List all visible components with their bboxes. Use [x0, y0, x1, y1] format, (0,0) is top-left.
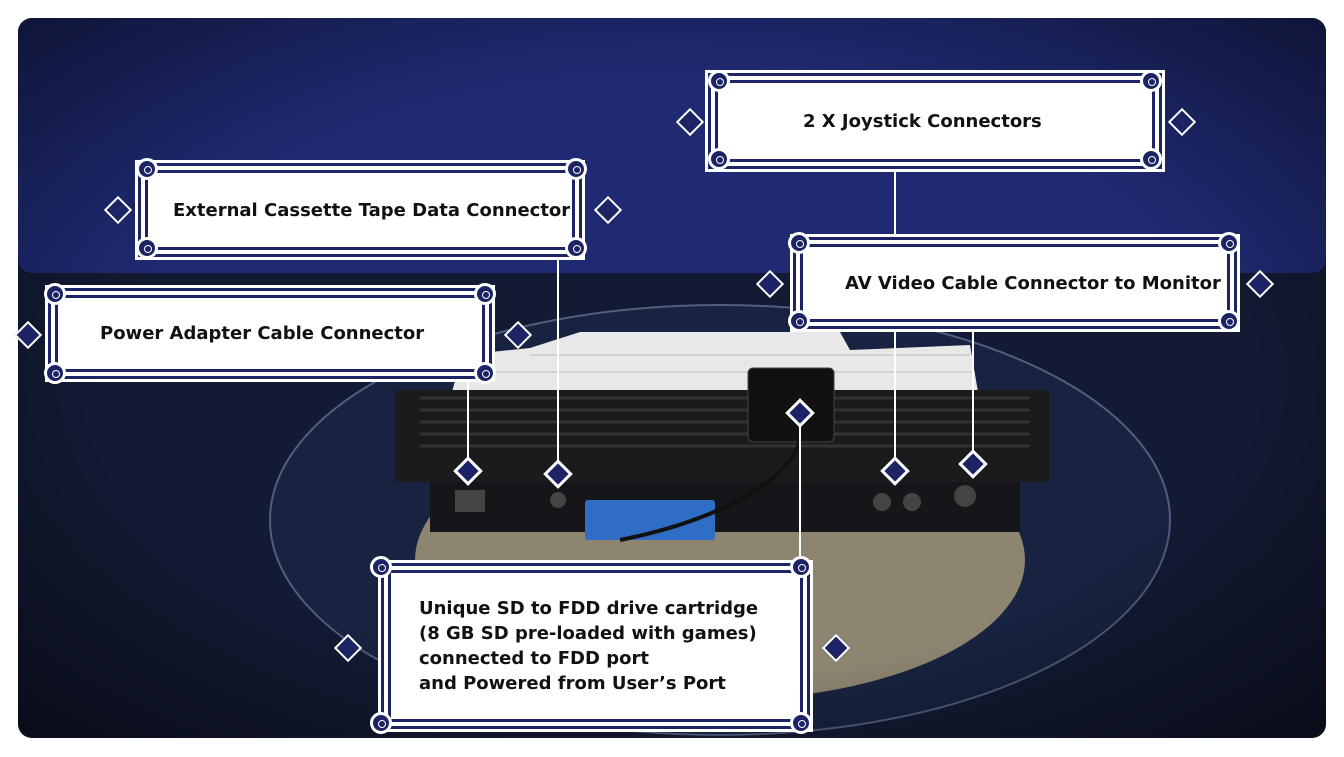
callout-av: AV Video Cable Connector to Monitor [800, 244, 1230, 322]
ornament-icon [1218, 232, 1240, 254]
ornament-icon [708, 148, 730, 170]
ornament-icon [790, 712, 812, 734]
ornament-icon [1140, 148, 1162, 170]
ornament-icon [370, 556, 392, 578]
label-sd-line-3: connected to FDD port [419, 648, 649, 669]
label-sd-line-2: (8 GB SD pre-loaded with games) [419, 623, 757, 644]
ornament-icon [474, 362, 496, 384]
ornament-icon [1218, 310, 1240, 332]
ornament-icon [565, 158, 587, 180]
ornament-icon [1140, 70, 1162, 92]
ornament-icon [788, 310, 810, 332]
ornament-icon [44, 362, 66, 384]
callout-power: Power Adapter Cable Connector [55, 295, 485, 372]
label-joystick: 2 X Joystick Connectors [803, 110, 1042, 132]
ornament-icon [790, 556, 812, 578]
ornament-icon [136, 237, 158, 259]
pointer-markers [453, 398, 988, 489]
ornament-icon [136, 158, 158, 180]
ornament-icon [474, 283, 496, 305]
callout-joystick: 2 X Joystick Connectors [715, 80, 1155, 162]
ornament-icon [708, 70, 730, 92]
ornament-icon [565, 237, 587, 259]
label-sd-line-1: Unique SD to FDD drive cartridge [419, 598, 759, 619]
ornament-icon [788, 232, 810, 254]
label-cassette: External Cassette Tape Data Connector [173, 199, 571, 221]
callout-cassette: External Cassette Tape Data Connector [145, 170, 575, 250]
ornament-icon [370, 712, 392, 734]
label-sd-line-4: and Powered from User’s Port [419, 673, 726, 694]
ornament-icon [44, 283, 66, 305]
label-power: Power Adapter Cable Connector [100, 323, 425, 344]
callout-sd: Unique SD to FDD drive cartridge (8 GB S… [388, 570, 803, 722]
label-av: AV Video Cable Connector to Monitor [845, 272, 1221, 294]
